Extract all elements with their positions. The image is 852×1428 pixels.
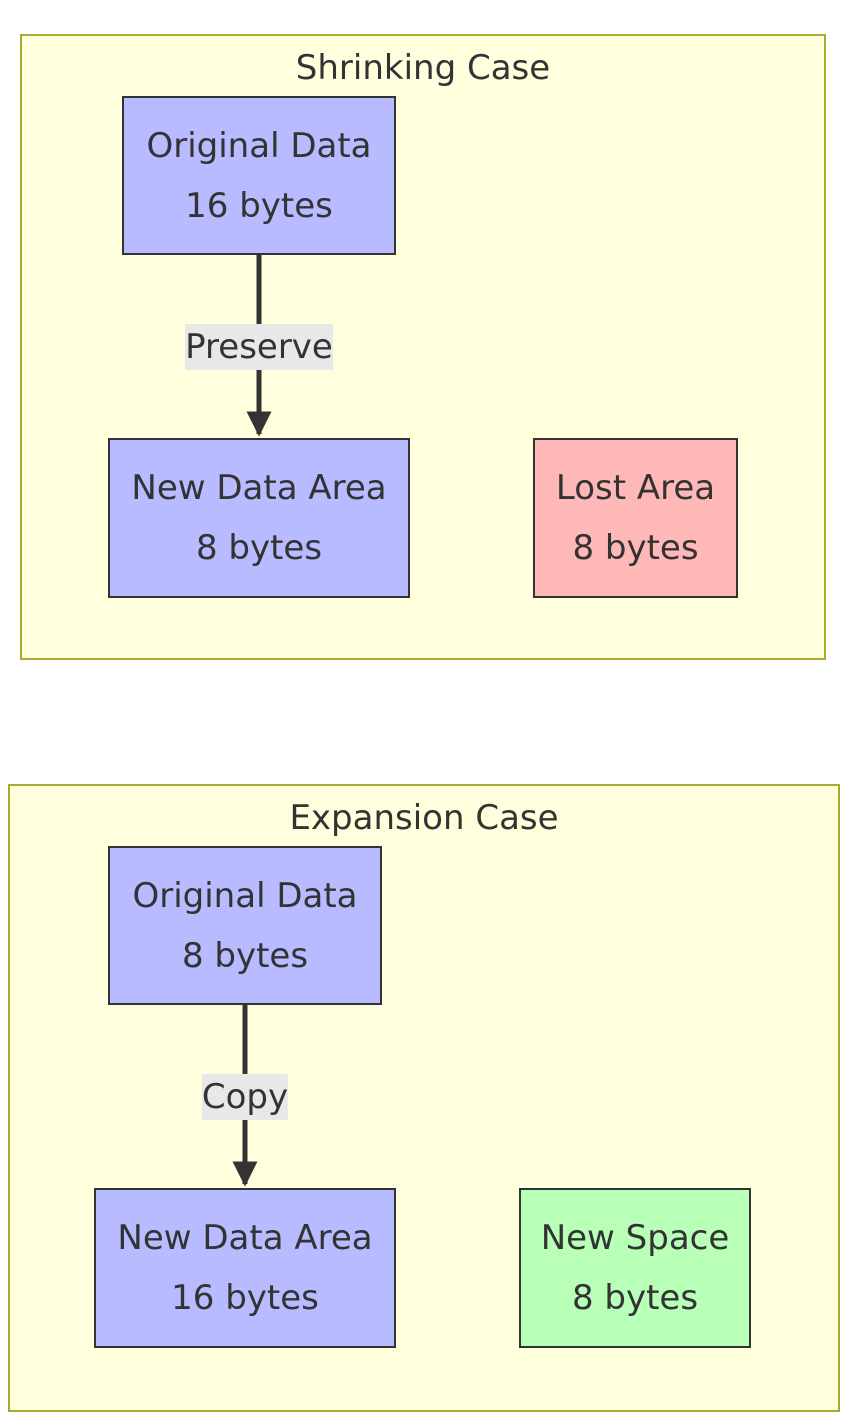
expansion-case-title: Expansion Case <box>289 798 559 838</box>
node-label: New Data Area <box>131 468 387 508</box>
preserve-edge-label: Preserve <box>185 324 333 370</box>
node-size: 8 bytes <box>195 528 323 568</box>
shrinking-new-data-area-node: New Data Area 8 bytes <box>108 438 410 598</box>
node-size: 16 bytes <box>171 1278 319 1318</box>
node-label: Original Data <box>132 875 358 916</box>
node-size: 8 bytes <box>571 1278 699 1318</box>
node-label: New Space <box>540 1218 730 1258</box>
node-size: 8 bytes <box>181 935 309 976</box>
copy-edge-label: Copy <box>201 1074 289 1120</box>
shrinking-original-data-node: Original Data 16 bytes <box>122 96 396 255</box>
node-label: Original Data <box>146 125 372 166</box>
node-size: 8 bytes <box>572 528 699 568</box>
node-size: 16 bytes <box>185 185 333 226</box>
node-label: Lost Area <box>555 468 716 508</box>
new-space-node: New Space 8 bytes <box>519 1188 751 1348</box>
node-label: New Data Area <box>117 1218 373 1258</box>
expansion-new-data-area-node: New Data Area 16 bytes <box>94 1188 396 1348</box>
lost-area-node: Lost Area 8 bytes <box>533 438 738 598</box>
expansion-original-data-node: Original Data 8 bytes <box>108 846 382 1005</box>
shrinking-case-title: Shrinking Case <box>295 48 551 88</box>
